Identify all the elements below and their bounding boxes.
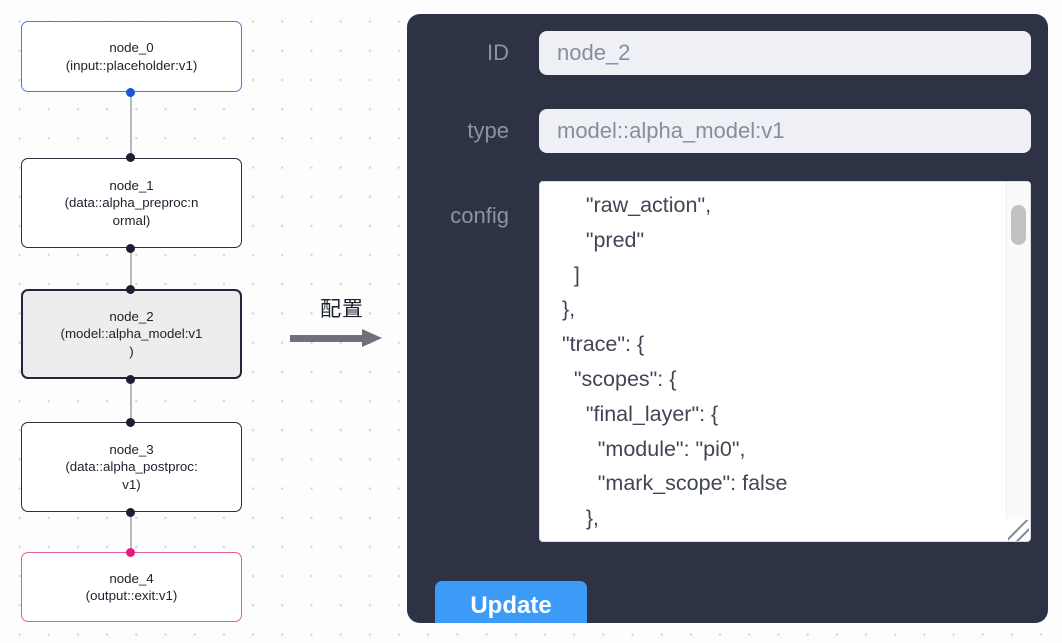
transition-annotation: 配置 xyxy=(288,296,396,350)
type-field-label: type xyxy=(467,118,509,143)
graph-canvas[interactable]: node_0 (input::placeholder:v1) node_1 (d… xyxy=(0,0,400,643)
graph-node-node_2-type-line1: (model::alpha_model:v1 xyxy=(60,326,203,342)
config-resize-handle[interactable] xyxy=(1008,520,1029,541)
edge-node_2-node_3[interactable] xyxy=(130,379,132,422)
node_2-output-port[interactable] xyxy=(126,375,135,384)
id-field-label: ID xyxy=(487,40,509,65)
node_0-output-port[interactable] xyxy=(126,88,135,97)
graph-node-node_3-id: node_3 xyxy=(109,441,154,457)
config-textarea[interactable]: "raw_action", "pred" ] }, "trace": { "sc… xyxy=(539,181,1031,542)
node_1-output-port[interactable] xyxy=(126,244,135,253)
node_3-input-port[interactable] xyxy=(126,418,135,427)
graph-node-node_4[interactable]: node_4 (output::exit:v1) xyxy=(21,552,242,622)
graph-node-node_2-id: node_2 xyxy=(109,308,154,324)
node_3-output-port[interactable] xyxy=(126,508,135,517)
config-textarea-wrapper: "raw_action", "pred" ] }, "trace": { "sc… xyxy=(539,181,1031,542)
arrow-head xyxy=(362,329,382,347)
graph-node-node_2-type-line2: ) xyxy=(129,343,134,359)
config-scrollbar-thumb[interactable] xyxy=(1011,205,1026,245)
id-field-row: ID xyxy=(407,31,1048,75)
graph-node-node_1-type-line1: (data::alpha_preproc:n xyxy=(64,195,199,211)
graph-node-node_3[interactable]: node_3 (data::alpha_postproc: v1) xyxy=(21,422,242,512)
edge-node_3-node_4[interactable] xyxy=(130,512,132,552)
config-scrollbar[interactable] xyxy=(1006,182,1030,519)
graph-node-node_1-type-line2: ormal) xyxy=(112,212,151,228)
node_2-input-port[interactable] xyxy=(126,285,135,294)
graph-node-node_4-type: (output::exit:v1) xyxy=(85,588,178,603)
graph-node-node_1-id: node_1 xyxy=(109,177,154,193)
config-field-label: config xyxy=(450,203,509,228)
graph-node-node_2[interactable]: node_2 (model::alpha_model:v1 ) xyxy=(21,289,242,379)
transition-label: 配置 xyxy=(320,297,364,321)
graph-node-node_4-id: node_4 xyxy=(109,570,154,586)
graph-node-node_0-type: (input::placeholder:v1) xyxy=(65,57,198,73)
graph-node-node_0-id: node_0 xyxy=(109,40,154,55)
id-input[interactable] xyxy=(539,31,1031,75)
arrow-shaft xyxy=(290,335,364,342)
graph-node-node_0[interactable]: node_0 (input::placeholder:v1) xyxy=(21,21,242,92)
node-config-panel: ID type config "raw_action", "pred" ] },… xyxy=(407,14,1048,623)
graph-node-node_3-type-line1: (data::alpha_postproc: xyxy=(65,459,198,475)
arrow-right-icon xyxy=(288,328,396,350)
node_4-input-port[interactable] xyxy=(126,548,135,557)
edge-node_1-node_2[interactable] xyxy=(130,248,132,289)
type-input[interactable] xyxy=(539,109,1031,153)
update-button[interactable]: Update xyxy=(435,581,587,623)
type-field-row: type xyxy=(407,109,1048,153)
config-field-row: config "raw_action", "pred" ] }, "trace"… xyxy=(407,181,1048,542)
node_1-input-port[interactable] xyxy=(126,153,135,162)
graph-node-node_3-type-line2: v1) xyxy=(122,476,141,492)
graph-node-node_1[interactable]: node_1 (data::alpha_preproc:n ormal) xyxy=(21,158,242,248)
edge-node_0-node_1[interactable] xyxy=(130,92,132,157)
